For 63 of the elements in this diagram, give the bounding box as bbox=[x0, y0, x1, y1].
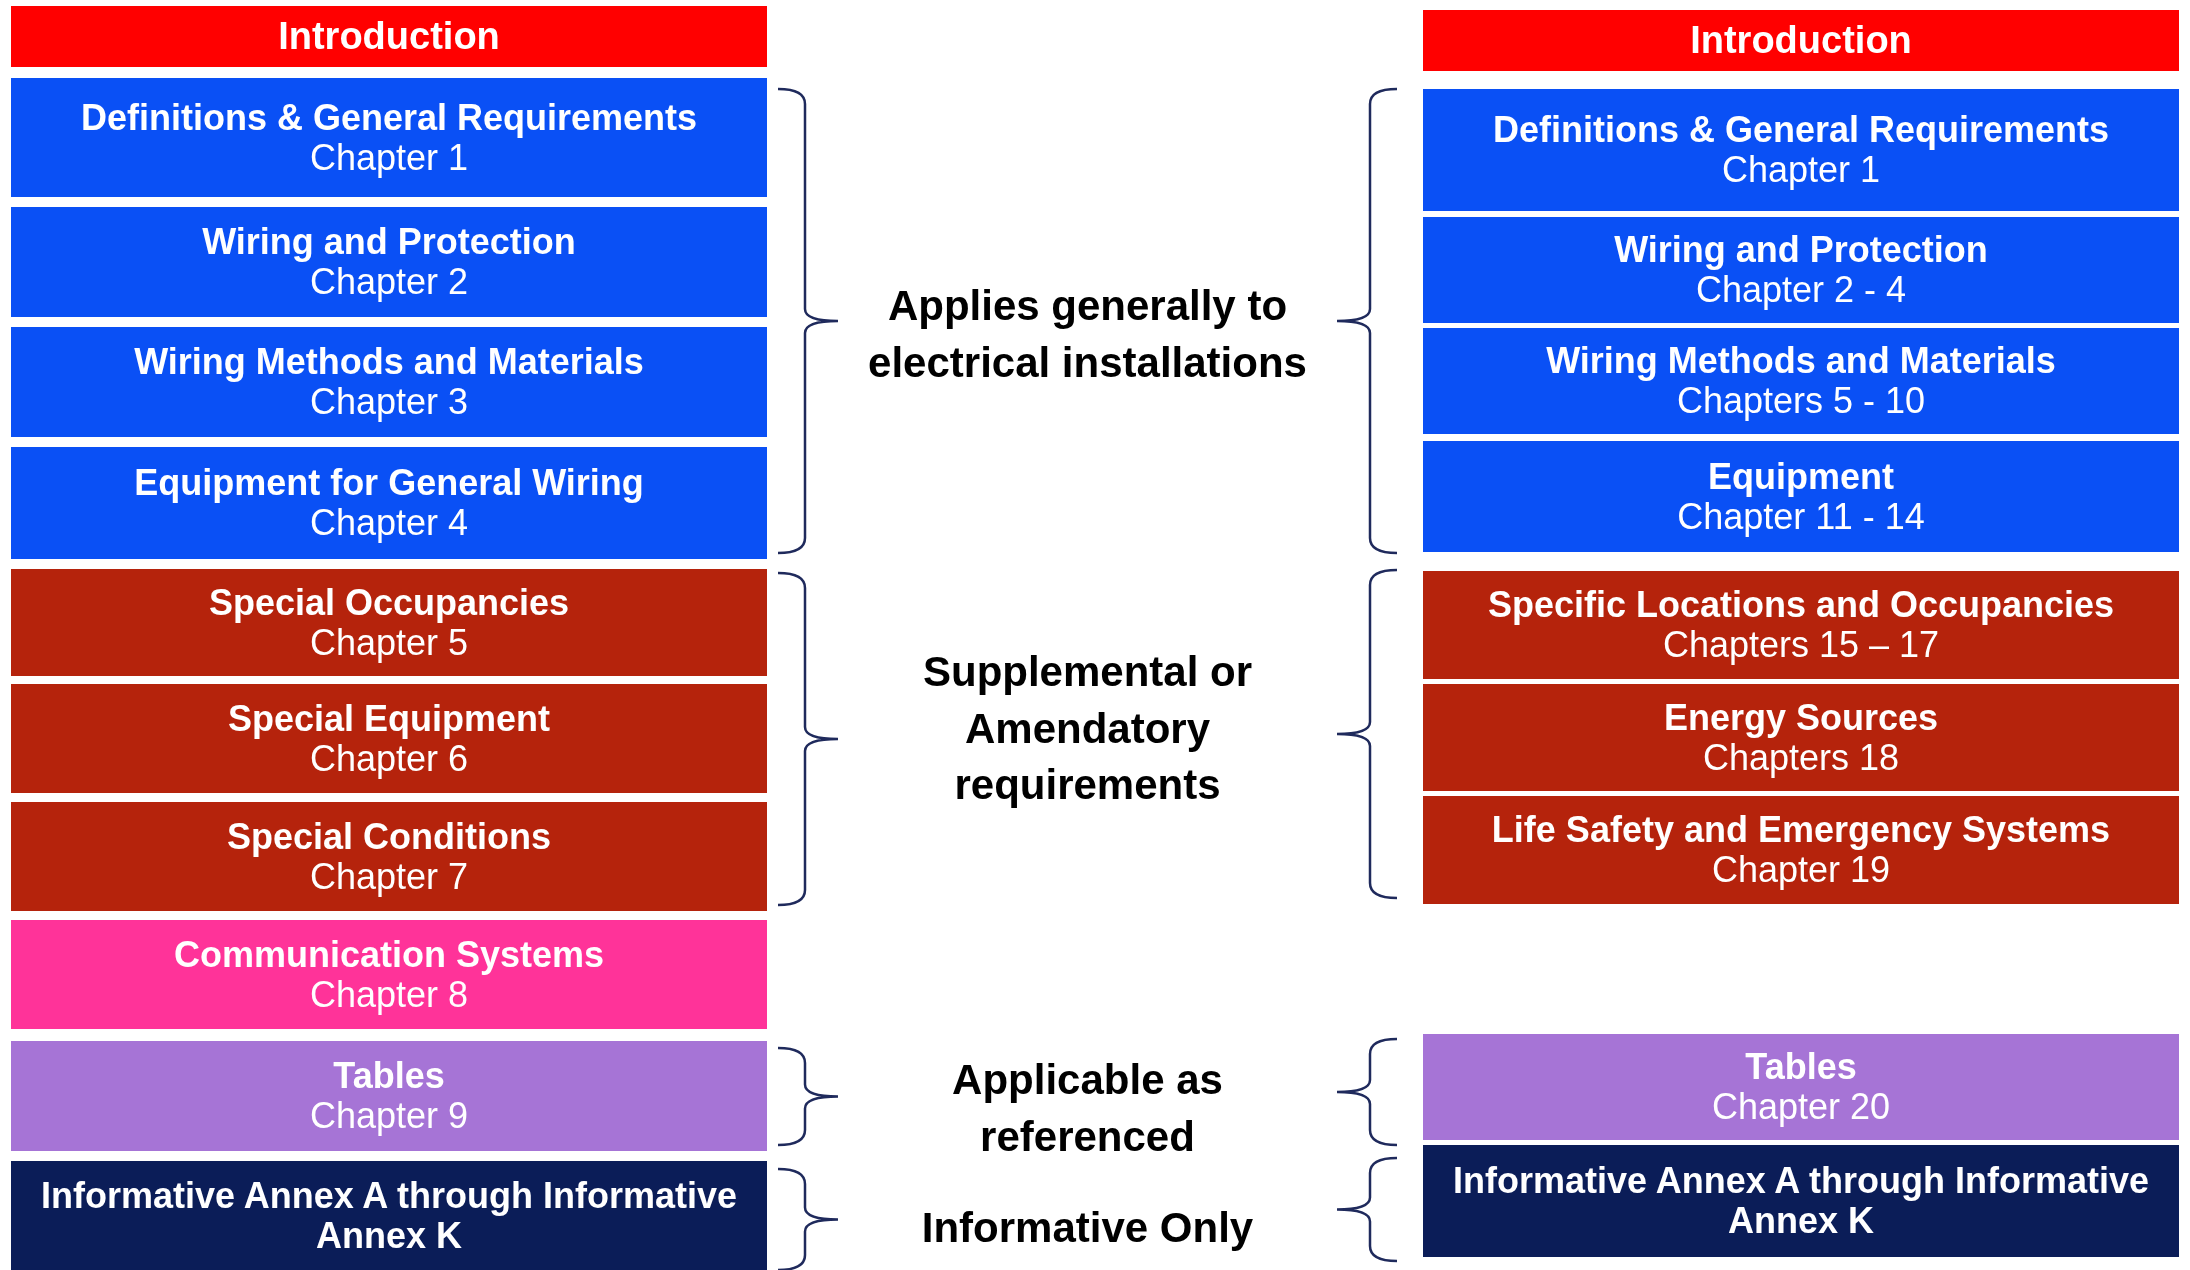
chapter-number: Chapter 1 bbox=[1721, 150, 1881, 190]
chapter-number: Chapters 5 - 10 bbox=[1676, 381, 1926, 421]
chapter-box bbox=[11, 6, 767, 67]
section-title: Life Safety and Emergency Systems bbox=[1490, 810, 2112, 850]
chapter-box bbox=[11, 207, 767, 317]
section-title: Definitions & General Requirements bbox=[79, 97, 699, 138]
section-title: Special Conditions bbox=[225, 816, 552, 857]
bracket-label: Applicable as referenced bbox=[951, 1055, 1224, 1162]
section-title: Energy Sources bbox=[1662, 697, 1940, 738]
section-title: Specific Locations and Occupancies bbox=[1486, 585, 2116, 625]
bracket-label: Supplemental or Amendatory requirements bbox=[921, 646, 1254, 811]
chapter-number: Chapter 2 - 4 bbox=[1695, 270, 1907, 310]
section-title: Introduction bbox=[277, 15, 501, 58]
chapter-box bbox=[11, 447, 767, 559]
chapter-number: Chapter 8 bbox=[309, 974, 469, 1015]
chapter-box bbox=[11, 327, 767, 437]
section-title: Communication Systems bbox=[172, 934, 606, 975]
section-title: Tables bbox=[1744, 1047, 1858, 1087]
chapter-box bbox=[11, 1041, 767, 1151]
chapter-box bbox=[11, 569, 767, 676]
section-title: Definitions & General Requirements bbox=[1491, 110, 2111, 150]
bracket-label: Applies generally to electrical installations bbox=[867, 281, 1308, 388]
chapter-box bbox=[11, 920, 767, 1029]
section-title: Introduction bbox=[1689, 19, 1913, 62]
chapter-box bbox=[11, 1161, 767, 1270]
chapter-box bbox=[11, 684, 767, 793]
chapter-number: Chapter 19 bbox=[1711, 850, 1891, 890]
chapter-number: Chapter 5 bbox=[309, 622, 469, 663]
chapter-box bbox=[1423, 1145, 2179, 1257]
chapter-box bbox=[1423, 796, 2179, 904]
chapter-number: Chapter 3 bbox=[309, 382, 469, 422]
section-title: Wiring Methods and Materials bbox=[133, 342, 645, 382]
chapter-number: Chapter 20 bbox=[1711, 1087, 1891, 1127]
chapter-box bbox=[1423, 1034, 2179, 1140]
section-title: Tables bbox=[332, 1056, 446, 1096]
chapter-box bbox=[11, 78, 767, 197]
chapter-number: Chapter 9 bbox=[309, 1096, 469, 1136]
chapter-box bbox=[1423, 217, 2179, 323]
chapter-number: Chapter 4 bbox=[309, 503, 469, 543]
section-title: Wiring Methods and Materials bbox=[1545, 341, 2057, 381]
section-title: Equipment bbox=[1707, 456, 1895, 497]
chapter-box bbox=[1423, 441, 2179, 552]
bracket-label: Informative Only bbox=[921, 1202, 1254, 1253]
chapter-box bbox=[11, 802, 767, 911]
chapter-number: Chapter 6 bbox=[309, 738, 469, 779]
chapter-number: Chapter 7 bbox=[309, 856, 469, 897]
chapter-number: Chapters 18 bbox=[1702, 737, 1900, 778]
chapter-box bbox=[1423, 89, 2179, 211]
chapter-box bbox=[1423, 10, 2179, 71]
chapter-number: Chapter 2 bbox=[309, 262, 469, 302]
chapter-box bbox=[1423, 684, 2179, 791]
section-title: Special Occupancies bbox=[207, 582, 571, 623]
chapter-number: Chapter 11 - 14 bbox=[1677, 496, 1925, 537]
chapter-number: Chapters 15 – 17 bbox=[1662, 625, 1940, 665]
section-title: Wiring and Protection bbox=[1613, 230, 1989, 270]
chapter-box bbox=[1423, 571, 2179, 679]
section-title: Wiring and Protection bbox=[201, 222, 577, 262]
chapter-box bbox=[1423, 328, 2179, 434]
section-title: Informative Annex A through Informative Annex K bbox=[1451, 1161, 2151, 1241]
section-title: Special Equipment bbox=[226, 698, 552, 739]
section-title: Equipment for General Wiring bbox=[133, 463, 645, 503]
chapter-number: Chapter 1 bbox=[309, 137, 469, 178]
section-title: Informative Annex A through Informative Annex K bbox=[39, 1175, 739, 1256]
